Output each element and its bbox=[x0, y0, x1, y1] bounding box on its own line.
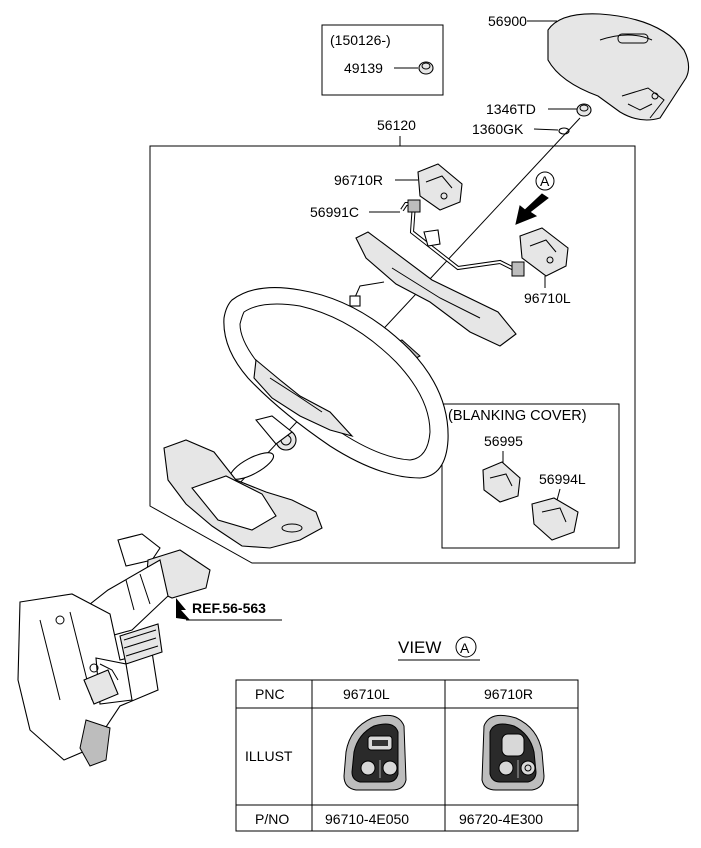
wiring-harness-icon bbox=[400, 199, 525, 277]
table-header-96710L: 96710L bbox=[343, 686, 390, 702]
view-title-circle-letter: A bbox=[460, 640, 470, 656]
airbag-module-icon bbox=[547, 13, 690, 121]
table-row-illust-label: ILLUST bbox=[245, 748, 293, 764]
lower-cover-icon bbox=[163, 439, 323, 549]
serial-box: (150126-) 49139 bbox=[321, 24, 444, 96]
view-a-marker: A bbox=[515, 171, 555, 225]
nut-icon bbox=[576, 103, 592, 117]
label-1346TD: 1346TD bbox=[486, 101, 536, 117]
label-96710L: 96710L bbox=[524, 290, 571, 306]
label-56120: 56120 bbox=[377, 117, 416, 133]
ref-label: REF.56-563 bbox=[192, 600, 266, 616]
steering-wheel-icon bbox=[223, 229, 517, 479]
switch-96710L-icon bbox=[519, 227, 569, 277]
blanking-cover-title: (BLANKING COVER) bbox=[448, 408, 587, 424]
table-row-pno-label: P/NO bbox=[255, 811, 289, 827]
label-1360GK: 1360GK bbox=[472, 121, 524, 137]
view-direction-arrow-icon bbox=[515, 193, 549, 225]
label-56900: 56900 bbox=[488, 13, 527, 29]
assembly-frame bbox=[149, 145, 636, 564]
table-header-96710R: 96710R bbox=[484, 686, 533, 702]
table-header-pnc: PNC bbox=[255, 686, 285, 702]
blanking-cover-box: (BLANKING COVER) 56995 56994L bbox=[441, 403, 620, 549]
pno-96710R: 96720-4E300 bbox=[459, 811, 543, 827]
view-a-table: PNC 96710L 96710R ILLUST P/NO 96710-4E05… bbox=[235, 679, 579, 832]
serial-box-frame bbox=[321, 24, 444, 96]
view-a-marker-letter: A bbox=[540, 173, 550, 189]
label-56995: 56995 bbox=[484, 433, 523, 449]
label-56991C: 56991C bbox=[310, 204, 359, 220]
switch-96710L-illust-icon bbox=[343, 714, 407, 791]
switch-96710R-icon bbox=[417, 163, 463, 211]
ref-callout: REF.56-563 bbox=[176, 598, 282, 621]
pno-96710L: 96710-4E050 bbox=[325, 811, 409, 827]
steering-column-icon bbox=[17, 533, 211, 767]
ref-arrow-icon bbox=[176, 598, 190, 620]
serial-box-header: (150126-) bbox=[330, 32, 391, 48]
blank-cover-56995-icon bbox=[482, 461, 521, 503]
blank-cover-56994L-icon bbox=[531, 497, 579, 541]
nut-49139-icon bbox=[418, 61, 434, 75]
switch-96710R-illust-icon bbox=[481, 714, 545, 791]
view-a-title: VIEW A bbox=[398, 636, 480, 661]
center-axis-line bbox=[209, 117, 581, 516]
label-49139: 49139 bbox=[344, 60, 383, 76]
label-56994L: 56994L bbox=[539, 471, 586, 487]
view-title-text: VIEW bbox=[398, 638, 441, 657]
label-96710R: 96710R bbox=[334, 172, 383, 188]
blanking-cover-frame bbox=[441, 403, 620, 549]
